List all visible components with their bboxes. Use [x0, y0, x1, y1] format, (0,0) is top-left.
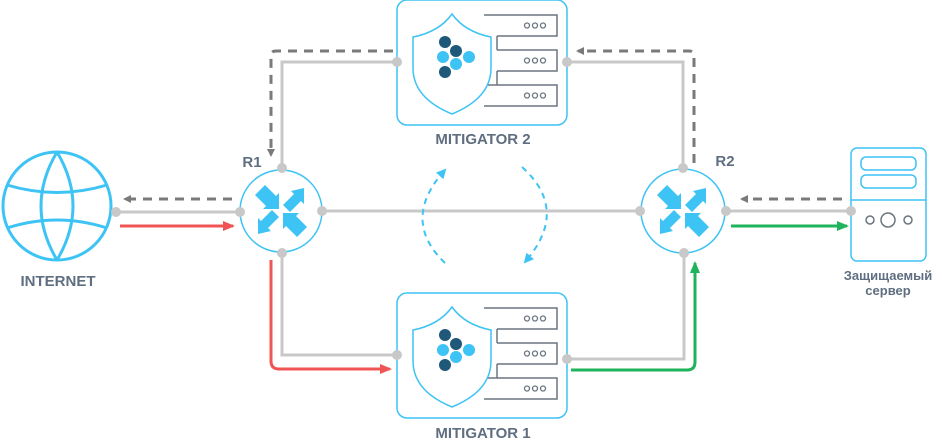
port-dot	[679, 248, 689, 258]
attack-arrow-r1-mitigator1	[269, 260, 392, 374]
port-dot	[846, 206, 856, 216]
r1-label: R1	[242, 154, 261, 171]
failover-arrow-up	[421, 168, 447, 264]
port-dot	[635, 206, 645, 216]
port-dot	[392, 57, 402, 67]
port-dot	[111, 207, 121, 217]
return-traffic-flow	[123, 47, 842, 203]
clean-traffic-flow	[571, 221, 849, 372]
server-node[interactable]: Защищаемый сервер	[844, 147, 932, 298]
shield-server-icon	[396, 0, 568, 126]
router-icon	[239, 169, 323, 253]
link-mitigator1-r2	[567, 253, 686, 361]
server-label-line1: Защищаемый	[844, 268, 932, 283]
port-dot	[562, 354, 572, 364]
internet-node[interactable]: INTERNET	[1, 150, 121, 290]
r2-label: R2	[715, 153, 734, 170]
internet-label: INTERNET	[21, 273, 96, 290]
return-arrow-r2-mitigator2	[576, 47, 696, 163]
port-dot	[277, 248, 287, 258]
link-r1-mitigator1	[280, 252, 396, 357]
link-mitigator2-r2	[567, 60, 685, 168]
port-dot	[317, 206, 327, 216]
mitigator2-label: MITIGATOR 2	[435, 131, 530, 148]
mitigator1-label: MITIGATOR 1	[435, 425, 530, 442]
port-dot	[392, 350, 402, 360]
return-arrow-mitigator2-r1	[267, 49, 393, 157]
port-dot	[277, 163, 287, 173]
mitigator1-node[interactable]: MITIGATOR 1	[392, 292, 572, 442]
attack-traffic-flow	[120, 221, 392, 374]
globe-icon	[1, 150, 113, 262]
port-dot	[721, 206, 731, 216]
server-label-line2: сервер	[865, 283, 910, 298]
link-r1-mitigator2	[280, 60, 396, 168]
clean-arrow-mitigator1-r2	[571, 261, 700, 372]
mitigator2-node[interactable]: MITIGATOR 2	[392, 0, 572, 148]
server-icon	[850, 147, 927, 262]
failover-arrow-down	[521, 166, 548, 264]
failover-cycle	[421, 166, 548, 264]
links	[116, 60, 850, 361]
router-icon	[640, 168, 726, 254]
router-r1[interactable]: R1	[235, 154, 327, 258]
port-dot	[562, 57, 572, 67]
port-dot	[678, 163, 688, 173]
shield-server-icon	[396, 292, 568, 419]
port-dot	[235, 207, 245, 217]
router-r2[interactable]: R2	[635, 153, 735, 258]
